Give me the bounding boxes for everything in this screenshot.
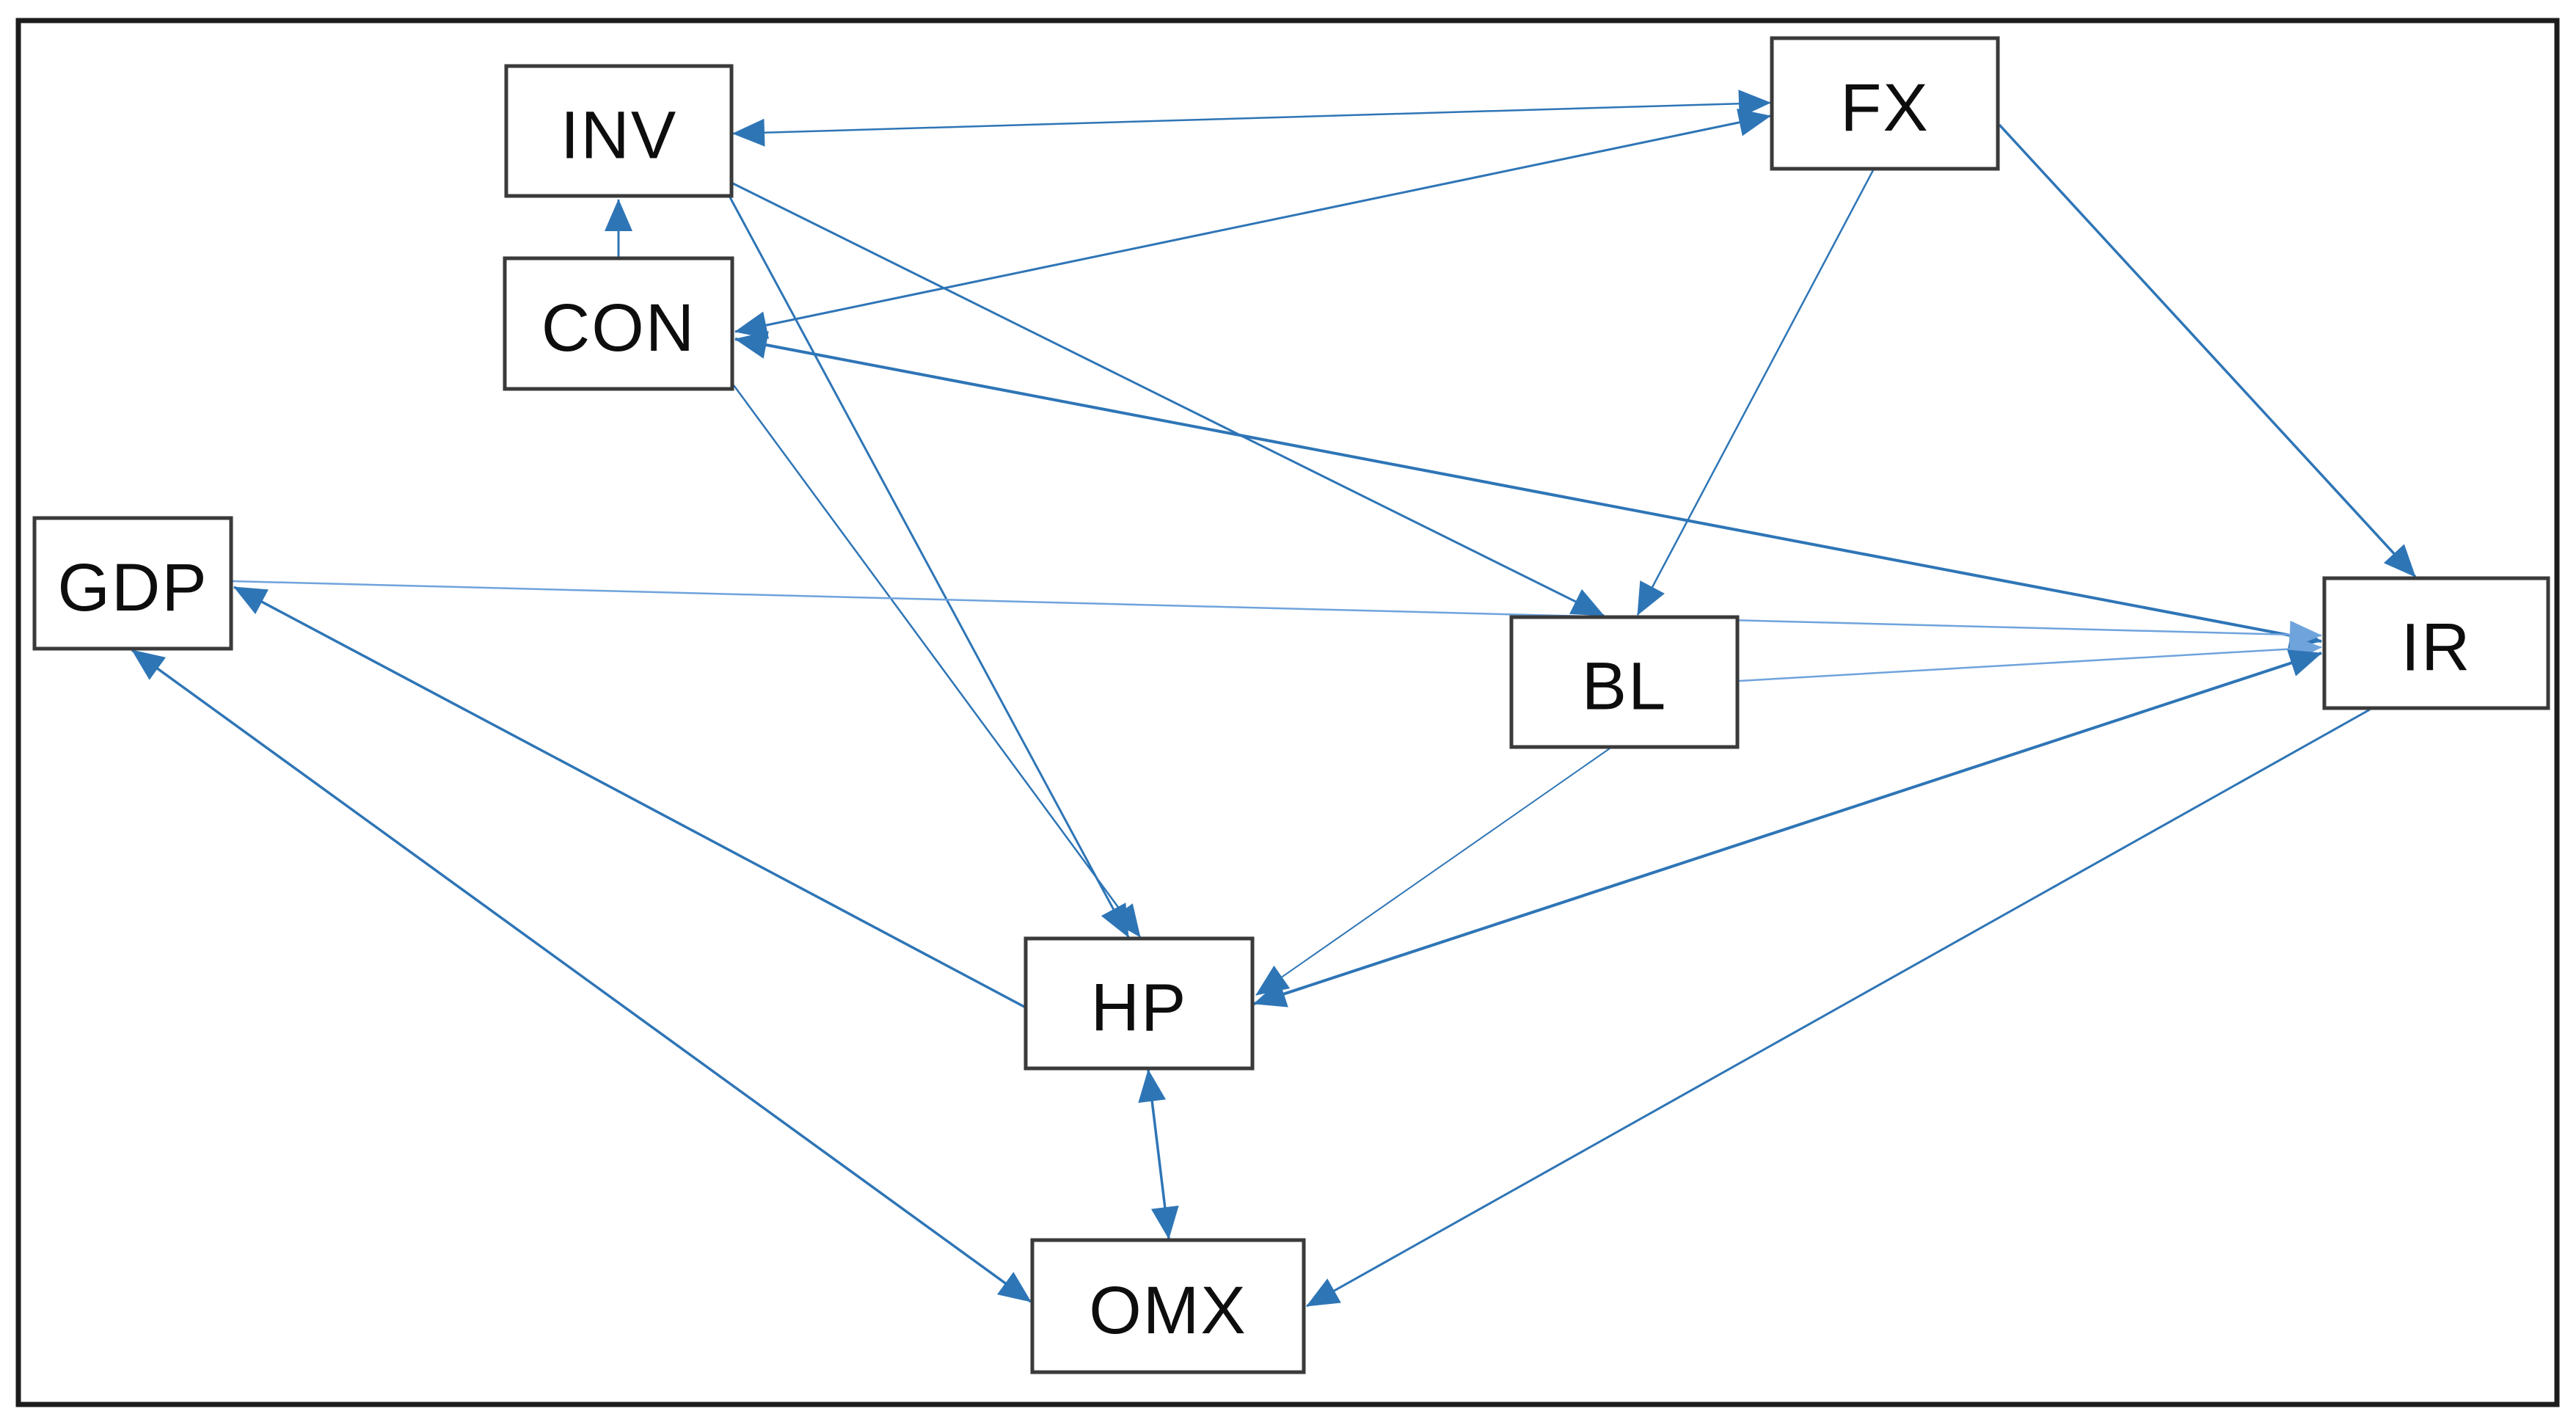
node-BL: BL [1509,615,1740,749]
node-box-HP [1024,936,1255,1071]
node-box-BL [1509,615,1740,749]
node-FX: FX [1770,36,2000,171]
node-box-OMX [1030,1238,1306,1374]
node-label-HP: HP [1091,971,1188,1046]
edge-FX-BL [1636,170,1875,616]
edge-INV-HP [729,197,1130,938]
edge-HP-IR [1253,649,2322,1007]
node-CON: CON [503,256,734,391]
node-box-IR [2322,576,2550,710]
edge-HP-GDP [233,586,1025,1008]
node-label-CON: CON [541,291,696,365]
node-OMX: OMX [1030,1238,1306,1374]
diagram-frame [15,18,2560,1407]
edge-BL-HP [1255,748,1610,996]
node-IR: IR [2322,576,2550,710]
node-label-OMX: OMX [1089,1273,1247,1348]
edge-FX-IR [1998,123,2417,578]
edge-IR-OMX [1306,708,2371,1308]
edge-GDP-OMX [131,649,1032,1303]
node-box-FX [1770,36,2000,171]
node-label-BL: BL [1582,649,1668,724]
node-HP: HP [1024,936,1255,1071]
edge-GDP-IR [232,580,2322,649]
edge-INV-BL [732,182,1605,617]
node-GDP: GDP [32,516,233,651]
node-label-IR: IR [2401,611,2472,685]
node-label-GDP: GDP [57,550,208,625]
node-box-INV [504,64,734,198]
edge-CON-IR [734,331,2322,649]
edge-CON-HP [732,385,1142,938]
edge-HP-OMX [1138,1069,1179,1239]
node-label-INV: INV [561,98,677,173]
node-box-GDP [32,516,233,651]
node-INV: INV [504,64,734,198]
node-box-CON [503,256,734,391]
edge-BL-IR [1738,635,2322,682]
edge-CON-FX [734,109,1771,339]
node-label-FX: FX [1840,70,1930,145]
edge-INV-FX [732,90,1771,147]
